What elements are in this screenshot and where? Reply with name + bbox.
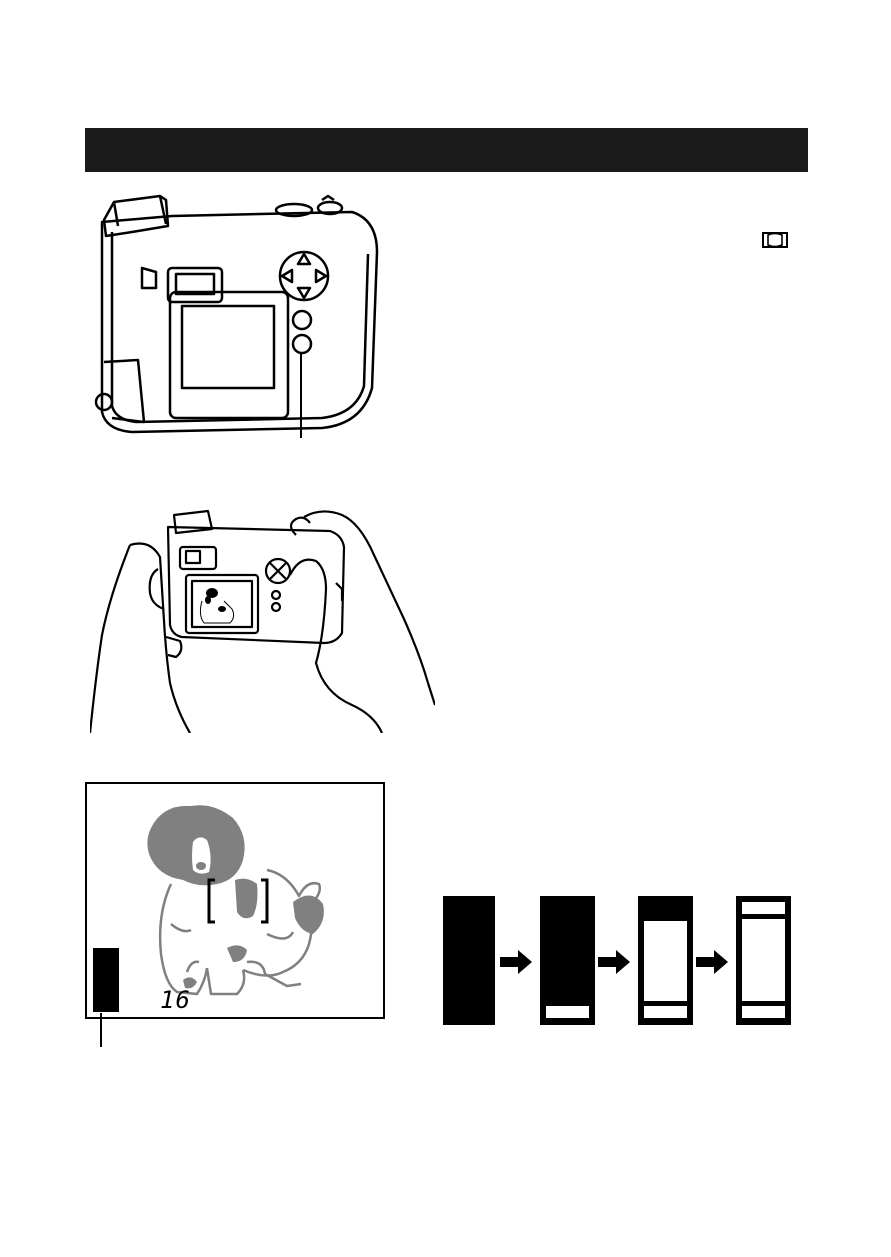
indicator-outline bbox=[736, 896, 791, 1025]
dog-subject-illustration bbox=[87, 784, 383, 1017]
indicator-bottom-segment bbox=[540, 896, 595, 1025]
section-header-bar bbox=[85, 128, 808, 172]
camera-back-illustration bbox=[72, 192, 384, 438]
indicator-top-segment bbox=[638, 896, 693, 1025]
monitor-icon bbox=[762, 231, 788, 249]
lcd-screen-panel bbox=[85, 782, 385, 1019]
battery-indicator-sequence bbox=[440, 893, 792, 1027]
right-arrow-icon bbox=[696, 950, 728, 974]
right-arrow-icon bbox=[598, 950, 630, 974]
camera-held-in-hands-illustration bbox=[90, 505, 435, 733]
right-arrow-icon bbox=[500, 950, 532, 974]
battery-indicator bbox=[93, 948, 119, 1012]
indicator-full bbox=[443, 896, 495, 1025]
frame-counter: 16 bbox=[160, 988, 191, 1012]
battery-callout-line bbox=[100, 1013, 102, 1047]
